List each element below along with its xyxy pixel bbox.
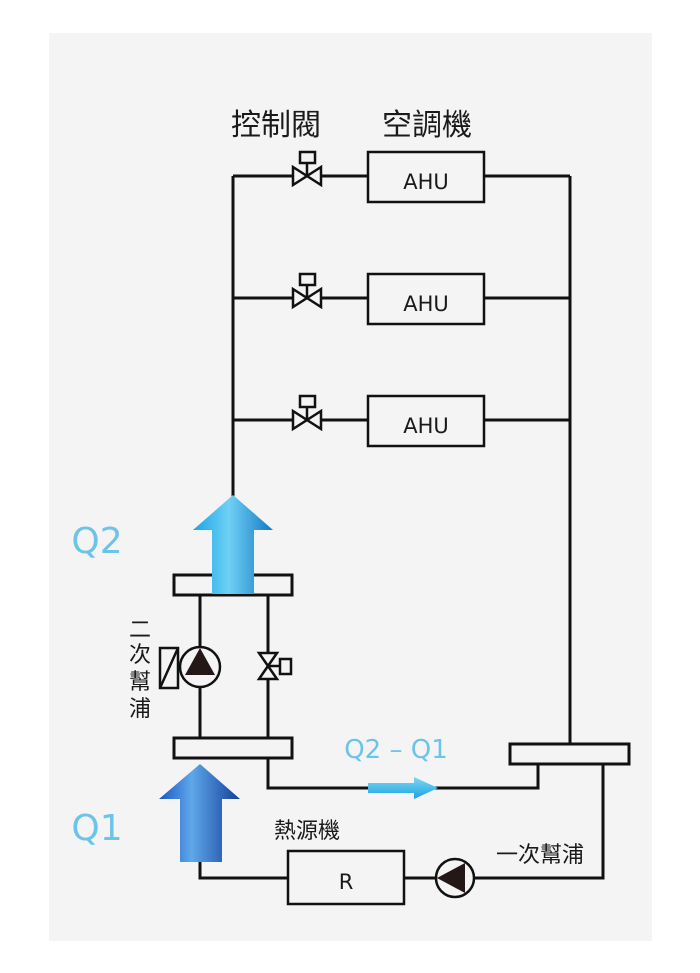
svg-text:幫: 幫 [129,670,151,695]
ahu-unit: AHU [366,272,486,326]
control-valve-icon [291,150,323,188]
heat-source-unit: R [286,849,406,906]
bypass-flow-arrow [368,777,438,799]
q1-flow-arrow [159,764,240,862]
ahu-unit: AHU [366,150,486,204]
svg-text:次: 次 [129,643,151,668]
ahu-title: 空調機 [382,108,472,143]
ahu-label: AHU [403,414,449,438]
q1-label: Q1 [71,808,122,849]
secondary-pump-label: 二 次 幫 浦 [129,618,151,722]
bypass-valve-icon [256,651,293,681]
control-valve-icon [291,272,323,310]
ahu-label: AHU [403,292,449,316]
primary-pump-label: 一次幫浦 [496,843,584,868]
svg-text:二: 二 [129,618,151,643]
svg-text:浦: 浦 [129,697,151,722]
control-valve-icon [291,394,323,432]
heat-source-box-label: R [339,870,354,894]
secondary-pump-icon [158,645,222,690]
primary-pump-icon [434,857,476,899]
ahu-unit: AHU [366,394,486,448]
ahu-label: AHU [403,170,449,194]
q2-label: Q2 [71,521,122,562]
secondary-return-header [172,736,294,760]
control-valve-title: 控制閥 [231,108,321,143]
primary-return-pipe [474,764,605,880]
diagram-background [49,33,652,941]
q2-flow-arrow [193,495,273,594]
primary-header [508,742,631,766]
bypass-flow-label: Q2 – Q1 [344,735,448,765]
heat-source-label: 熱源機 [274,819,340,844]
